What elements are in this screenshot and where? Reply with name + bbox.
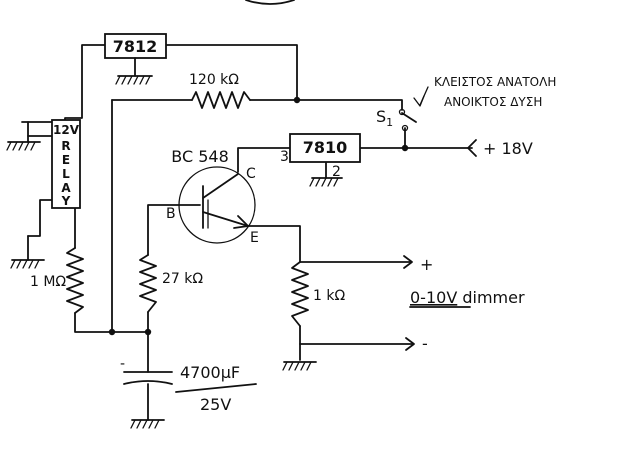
supply-18v: + 18V (467, 139, 533, 158)
resistor-1k: 1 kΩ (282, 261, 345, 371)
supply-label: + 18V (483, 139, 533, 158)
wires (21, 44, 473, 421)
transistor-base-label: B (166, 206, 176, 222)
pin-2-label: 2 (332, 164, 341, 180)
capacitor-voltage-label: 25V (200, 395, 231, 414)
output-plus-label: + (420, 255, 433, 274)
relay-letter-l: L (62, 167, 70, 181)
switch-note-line2: ΑΝΟΙΚΤΟΣ ΔΥΣΗ (444, 95, 542, 109)
resistor-1m-label: 1 MΩ (30, 274, 66, 290)
resistor-1m: 1 MΩ (30, 247, 84, 314)
transistor-collector-label: C (246, 166, 256, 182)
capacitor-plus-mark: - (120, 356, 125, 372)
regulator-7812-label: 7812 (113, 37, 158, 56)
junction-dots (108, 96, 409, 336)
transistor-emitter-label: E (250, 230, 259, 246)
switch-note-line1: ΚΛΕΙΣΤΟΣ ΑΝΑΤΟΛΗ (434, 75, 556, 89)
regulator-7810-label: 7810 (303, 138, 348, 157)
transistor-name-label: BC 548 (171, 147, 229, 166)
resistor-120k: 120 kΩ (189, 72, 251, 109)
capacitor-value-label: 4700μF (180, 363, 240, 382)
resistor-1k-label: 1 kΩ (313, 288, 345, 304)
resistor-27k-label: 27 kΩ (162, 271, 203, 287)
resistor-27k: 27 kΩ (139, 254, 203, 313)
capacitor-4700uf: - 4700μF 25V (120, 356, 257, 429)
relay-letter-a: A (61, 181, 71, 195)
regulator-7812: 7812 (104, 33, 167, 85)
top-edge-mark (245, 0, 295, 5)
dimmer-label: 0-10V dimmer (410, 288, 525, 307)
regulator-7810: 7810 3 2 (280, 133, 361, 187)
switch-s1: S1 ΚΛΕΙΣΤΟΣ ΑΝΑΤΟΛΗ ΑΝΟΙΚΤΟΣ ΔΥΣΗ (376, 75, 556, 132)
relay-voltage-label: 12V (53, 123, 80, 137)
pin-3-label: 3 (280, 149, 289, 165)
transistor-bc548: BC 548 C B E (166, 147, 259, 246)
switch-s1-label: S1 (376, 107, 393, 129)
relay-12v: 12V R E L A Y (6, 119, 81, 269)
relay-letter-y: Y (61, 194, 71, 208)
resistor-120k-label: 120 kΩ (189, 72, 239, 88)
output-minus-label: - (422, 334, 428, 353)
relay-letter-r: R (61, 139, 70, 153)
relay-letter-e: E (62, 153, 70, 167)
output-terminals: + - 0-10V dimmer (403, 255, 525, 353)
